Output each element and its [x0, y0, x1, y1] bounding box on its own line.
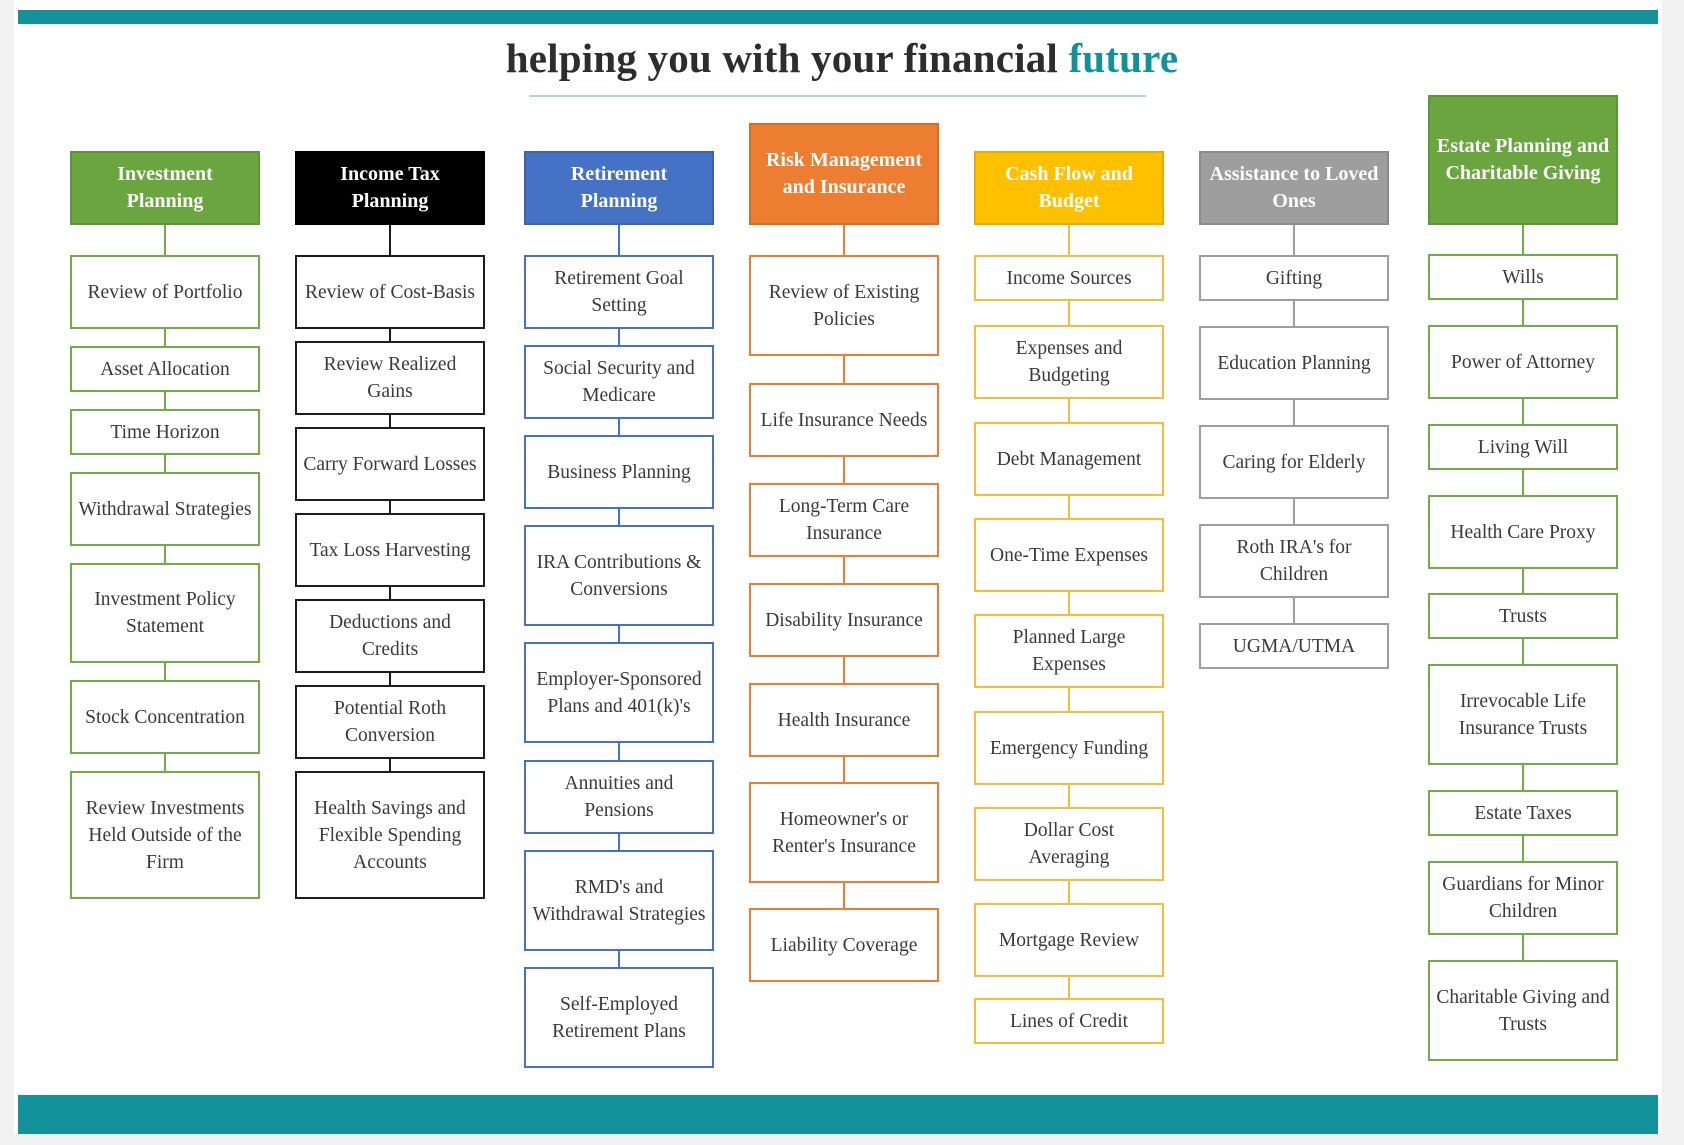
item-investment-policy-statement: Investment Policy Statement — [70, 563, 260, 663]
item-ugma-utma: UGMA/UTMA — [1199, 623, 1389, 669]
header-risk-management-insurance: Risk Management and Insurance — [749, 123, 939, 225]
column-risk-management-insurance: Risk Management and Insurance Review of … — [749, 0, 939, 1090]
item-time-horizon: Time Horizon — [70, 409, 260, 455]
column-investment-planning: Investment Planning Review of Portfolio … — [70, 0, 260, 1090]
item-stock-concentration: Stock Concentration — [70, 680, 260, 754]
item-business-planning: Business Planning — [524, 435, 714, 509]
item-withdrawal-strategies: Withdrawal Strategies — [70, 472, 260, 546]
item-income-sources: Income Sources — [974, 255, 1164, 301]
item-power-of-attorney: Power of Attorney — [1428, 325, 1618, 399]
item-long-term-care-insurance: Long-Term Care Insurance — [749, 483, 939, 557]
item-health-care-proxy: Health Care Proxy — [1428, 495, 1618, 569]
header-assistance-loved-ones: Assistance to Loved Ones — [1199, 151, 1389, 225]
item-homeowners-renters-insurance: Homeowner's or Renter's Insurance — [749, 782, 939, 883]
item-employer-sponsored-plans: Employer-Sponsored Plans and 401(k)'s — [524, 642, 714, 743]
item-wills: Wills — [1428, 254, 1618, 300]
item-self-employed-retirement-plans: Self-Employed Retirement Plans — [524, 967, 714, 1068]
bottom-teal-bar — [18, 1095, 1658, 1134]
item-review-investments-held-outside: Review Investments Held Outside of the F… — [70, 771, 260, 899]
item-ira-contributions-conversions: IRA Contributions & Conversions — [524, 525, 714, 626]
column-income-tax-planning: Income Tax Planning Review of Cost-Basis… — [295, 0, 485, 1090]
item-review-realized-gains: Review Realized Gains — [295, 341, 485, 415]
item-health-insurance: Health Insurance — [749, 683, 939, 757]
item-charitable-giving-and-trusts: Charitable Giving and Trusts — [1428, 960, 1618, 1061]
item-review-of-existing-policies: Review of Existing Policies — [749, 255, 939, 356]
item-life-insurance-needs: Life Insurance Needs — [749, 383, 939, 457]
frame-bottom-edge — [0, 1134, 1684, 1145]
item-disability-insurance: Disability Insurance — [749, 583, 939, 657]
item-carry-forward-losses: Carry Forward Losses — [295, 427, 485, 501]
item-planned-large-expenses: Planned Large Expenses — [974, 614, 1164, 688]
item-emergency-funding: Emergency Funding — [974, 711, 1164, 785]
column-retirement-planning: Retirement Planning Retirement Goal Sett… — [524, 0, 714, 1090]
item-living-will: Living Will — [1428, 424, 1618, 470]
column-estate-planning-charitable: Estate Planning and Charitable Giving Wi… — [1428, 0, 1618, 1090]
top-teal-bar — [18, 10, 1658, 24]
item-expenses-and-budgeting: Expenses and Budgeting — [974, 325, 1164, 399]
item-tax-loss-harvesting: Tax Loss Harvesting — [295, 513, 485, 587]
header-cash-flow-budget: Cash Flow and Budget — [974, 151, 1164, 225]
title-main: helping you with your financial — [505, 35, 1058, 81]
item-irrevocable-life-insurance-trusts: Irrevocable Life Insurance Trusts — [1428, 664, 1618, 765]
item-mortgage-review: Mortgage Review — [974, 903, 1164, 977]
header-retirement-planning: Retirement Planning — [524, 151, 714, 225]
item-potential-roth-conversion: Potential Roth Conversion — [295, 685, 485, 759]
item-lines-of-credit: Lines of Credit — [974, 998, 1164, 1044]
item-liability-coverage: Liability Coverage — [749, 908, 939, 982]
item-dollar-cost-averaging: Dollar Cost Averaging — [974, 807, 1164, 881]
item-guardians-for-minor-children: Guardians for Minor Children — [1428, 861, 1618, 935]
item-roth-iras-for-children: Roth IRA's for Children — [1199, 524, 1389, 598]
item-health-savings-accounts: Health Savings and Flexible Spending Acc… — [295, 771, 485, 899]
item-retirement-goal-setting: Retirement Goal Setting — [524, 255, 714, 329]
column-assistance-loved-ones: Assistance to Loved Ones Gifting Educati… — [1199, 0, 1389, 1090]
title-underline — [529, 95, 1146, 97]
item-debt-management: Debt Management — [974, 422, 1164, 496]
item-review-of-cost-basis: Review of Cost-Basis — [295, 255, 485, 329]
item-trusts: Trusts — [1428, 593, 1618, 639]
item-gifting: Gifting — [1199, 255, 1389, 301]
header-estate-planning-charitable: Estate Planning and Charitable Giving — [1428, 95, 1618, 225]
item-rmds-and-withdrawal-strategies: RMD's and Withdrawal Strategies — [524, 850, 714, 951]
title-accent: future — [1068, 35, 1179, 81]
item-estate-taxes: Estate Taxes — [1428, 790, 1618, 836]
item-annuities-and-pensions: Annuities and Pensions — [524, 760, 714, 834]
item-asset-allocation: Asset Allocation — [70, 346, 260, 392]
item-review-of-portfolio: Review of Portfolio — [70, 255, 260, 329]
item-one-time-expenses: One-Time Expenses — [974, 518, 1164, 592]
item-social-security-and-medicare: Social Security and Medicare — [524, 345, 714, 419]
page-title: helping you with your financial future — [0, 34, 1684, 82]
frame-right-edge — [1662, 0, 1684, 1145]
header-income-tax-planning: Income Tax Planning — [295, 151, 485, 225]
connector-line — [164, 225, 166, 895]
item-caring-for-elderly: Caring for Elderly — [1199, 425, 1389, 499]
frame-left-edge — [0, 0, 14, 1145]
header-investment-planning: Investment Planning — [70, 151, 260, 225]
item-deductions-and-credits: Deductions and Credits — [295, 599, 485, 673]
item-education-planning: Education Planning — [1199, 326, 1389, 400]
column-cash-flow-budget: Cash Flow and Budget Income Sources Expe… — [974, 0, 1164, 1090]
